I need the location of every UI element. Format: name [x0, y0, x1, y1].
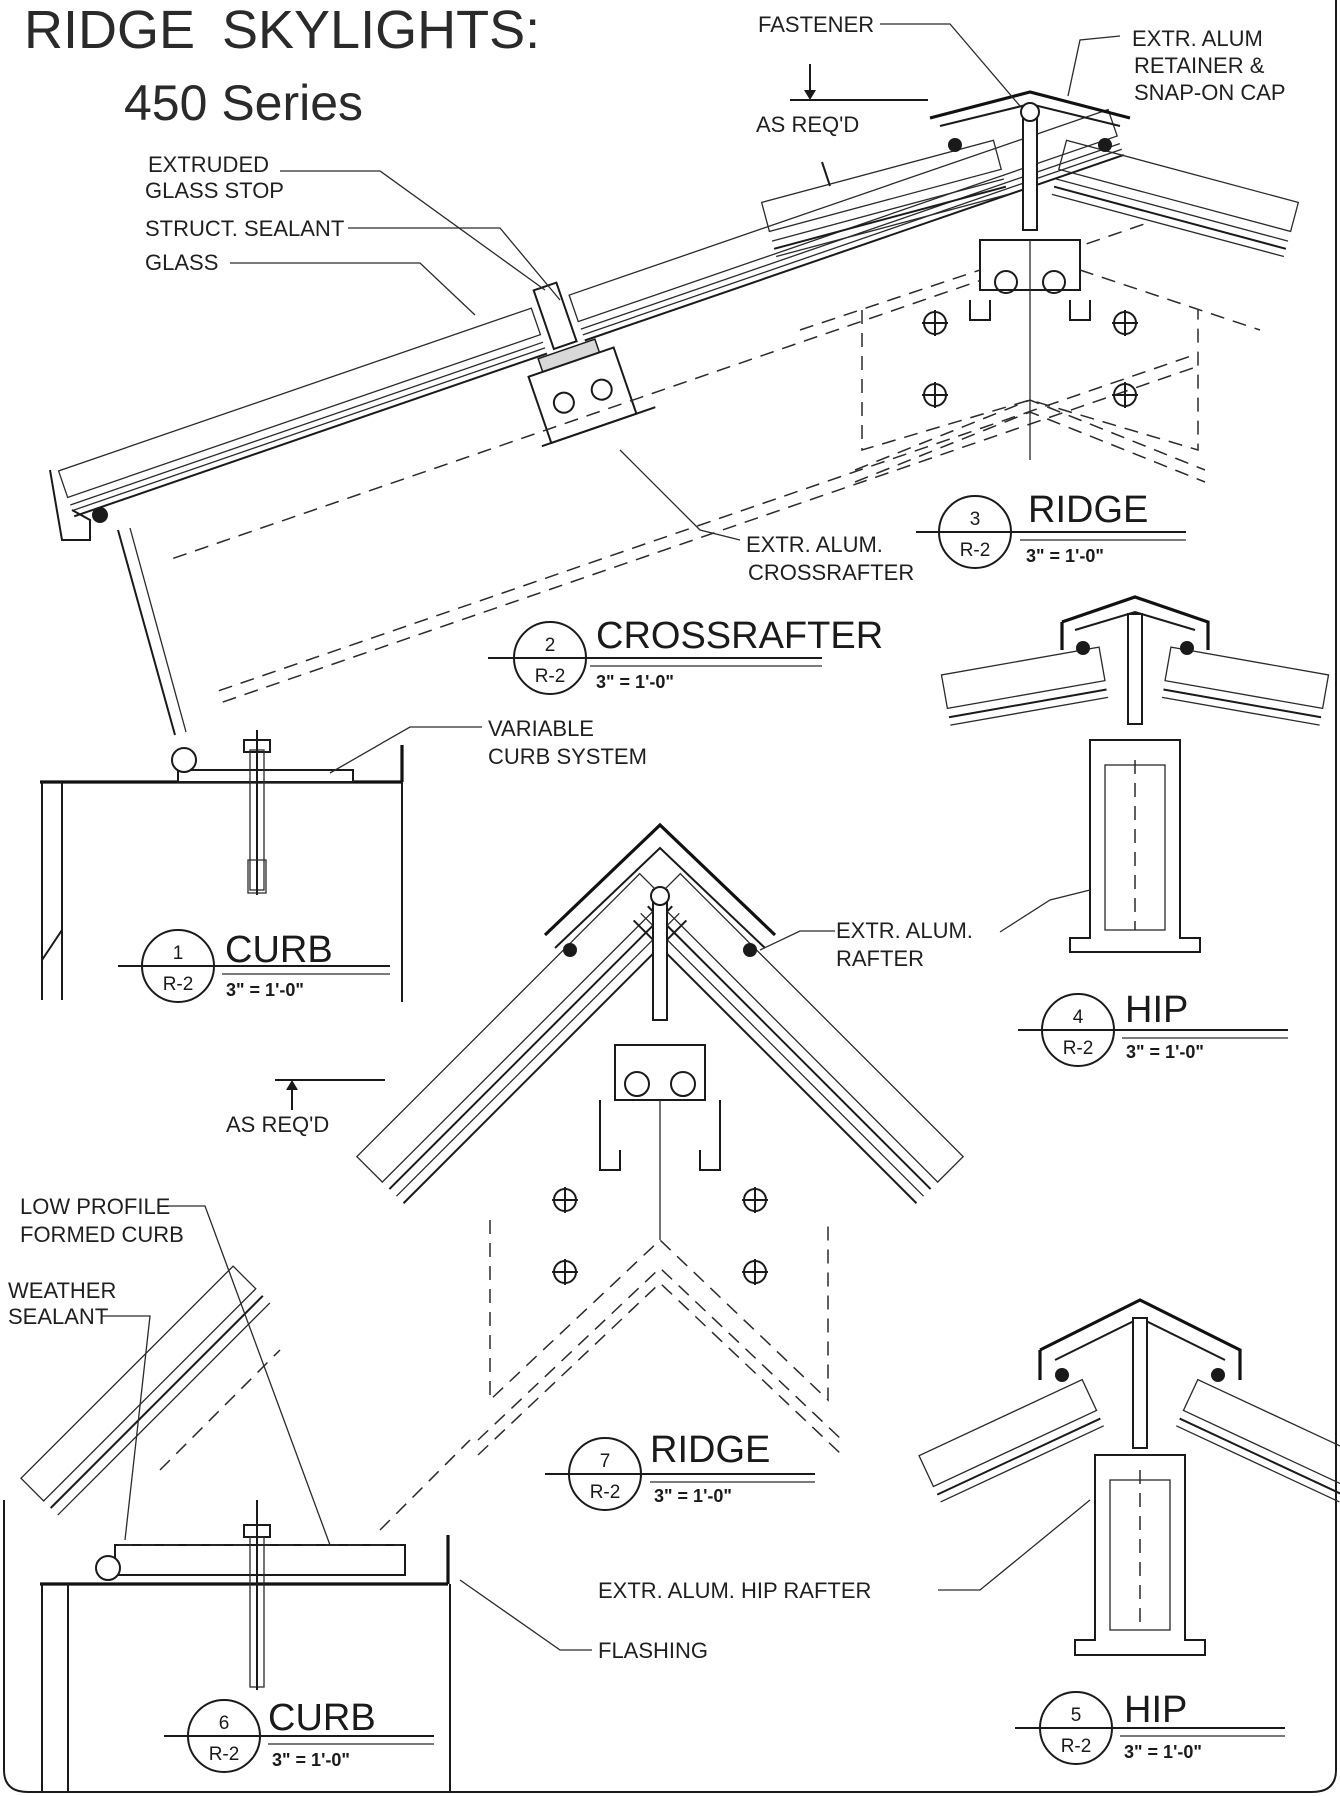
detail-tag-6: 6 R-2 CURB 3" = 1'-0"	[164, 1697, 434, 1773]
detail-7-number: 7	[600, 1451, 611, 1472]
detail-1-curb-drawing	[40, 527, 404, 1002]
label-variable-curb-line2: CURB SYSTEM	[488, 744, 647, 769]
detail-tag-3: 3 R-2 RIDGE 3" = 1'-0"	[916, 489, 1186, 569]
detail-7-name: RIDGE	[650, 1429, 770, 1471]
detail-tag-7: 7 R-2 RIDGE 3" = 1'-0"	[545, 1429, 815, 1511]
detail-5-scale: 3" = 1'-0"	[1124, 1742, 1202, 1762]
label-fastener: FASTENER	[758, 12, 874, 37]
detail-3-number: 3	[970, 509, 981, 530]
label-flashing: FLASHING	[598, 1638, 708, 1663]
detail-tag-4: 4 R-2 HIP 3" = 1'-0"	[1018, 989, 1288, 1067]
detail-5-name: HIP	[1124, 1689, 1187, 1731]
title-line1-part1: RIDGE	[24, 0, 195, 60]
detail-tag-2: 2 R-2 CROSSRAFTER 3" = 1'-0"	[488, 615, 883, 695]
detail-4-number: 4	[1073, 1007, 1084, 1028]
detail-6-number: 6	[219, 1713, 230, 1734]
label-weather-line1: WEATHER	[8, 1278, 116, 1303]
detail-3-ref: R-2	[960, 540, 991, 561]
label-as-reqd-top: AS REQ'D	[756, 112, 859, 137]
sheet-border	[3, 0, 1337, 1793]
detail-7-ref: R-2	[590, 1482, 621, 1503]
detail-5-number: 5	[1071, 1705, 1082, 1726]
detail-2-name: CROSSRAFTER	[596, 615, 883, 657]
label-struct-sealant: STRUCT. SEALANT	[145, 216, 344, 241]
label-crossrafter-line1: EXTR. ALUM.	[746, 532, 883, 557]
label-rafter-line2: RAFTER	[836, 946, 924, 971]
detail-4-ref: R-2	[1063, 1038, 1094, 1059]
detail-1-ref: R-2	[163, 974, 194, 995]
title-line2: 450 Series	[124, 75, 363, 131]
detail-1-number: 1	[173, 943, 184, 964]
detail-3-ridge-drawing	[760, 64, 1300, 483]
detail-6-name: CURB	[268, 1697, 376, 1739]
detail-tag-1: 1 R-2 CURB 3" = 1'-0"	[118, 929, 390, 1003]
label-retainer-line1: EXTR. ALUM	[1132, 26, 1263, 51]
detail-2-number: 2	[545, 635, 556, 656]
detail-6-scale: 3" = 1'-0"	[272, 1750, 350, 1770]
label-variable-curb-line1: VARIABLE	[488, 716, 594, 741]
label-glass-stop-line2: GLASS STOP	[145, 178, 284, 203]
label-low-profile-line2: FORMED CURB	[20, 1222, 184, 1247]
detail-3-name: RIDGE	[1028, 489, 1148, 531]
detail-5-ref: R-2	[1061, 1736, 1092, 1757]
detail-2-ref: R-2	[535, 666, 566, 687]
detail-4-hip-drawing	[940, 595, 1330, 953]
detail-6-ref: R-2	[209, 1744, 240, 1765]
label-weather-line2: SEALANT	[8, 1304, 108, 1329]
detail-1-scale: 3" = 1'-0"	[226, 980, 304, 1000]
label-rafter-line1: EXTR. ALUM.	[836, 918, 973, 943]
detail-5-hip-drawing	[918, 1298, 1340, 1656]
detail-4-scale: 3" = 1'-0"	[1126, 1042, 1204, 1062]
detail-1-name: CURB	[225, 929, 333, 971]
label-glass: GLASS	[145, 250, 218, 275]
label-retainer-line3: SNAP-ON CAP	[1134, 80, 1286, 105]
label-glass-stop-line1: EXTRUDED	[148, 152, 269, 177]
label-crossrafter-line2: CROSSRAFTER	[748, 560, 914, 585]
label-retainer-line2: RETAINER &	[1134, 53, 1265, 78]
detail-tag-5: 5 R-2 HIP 3" = 1'-0"	[1015, 1689, 1285, 1765]
detail-4-name: HIP	[1125, 989, 1188, 1031]
detail-6-curb-drawing	[20, 1265, 471, 1792]
label-hip-rafter: EXTR. ALUM. HIP RAFTER	[598, 1578, 871, 1603]
detail-7-scale: 3" = 1'-0"	[654, 1486, 732, 1506]
leader-lines	[102, 23, 1121, 1651]
label-as-reqd-mid: AS REQ'D	[226, 1112, 329, 1137]
title-line1-part2: SKYLIGHTS:	[222, 0, 540, 60]
label-low-profile-line1: LOW PROFILE	[20, 1194, 170, 1219]
detail-3-scale: 3" = 1'-0"	[1026, 546, 1104, 566]
detail-7-ridge-drawing	[275, 822, 965, 1456]
detail-2-scale: 3" = 1'-0"	[596, 672, 674, 692]
